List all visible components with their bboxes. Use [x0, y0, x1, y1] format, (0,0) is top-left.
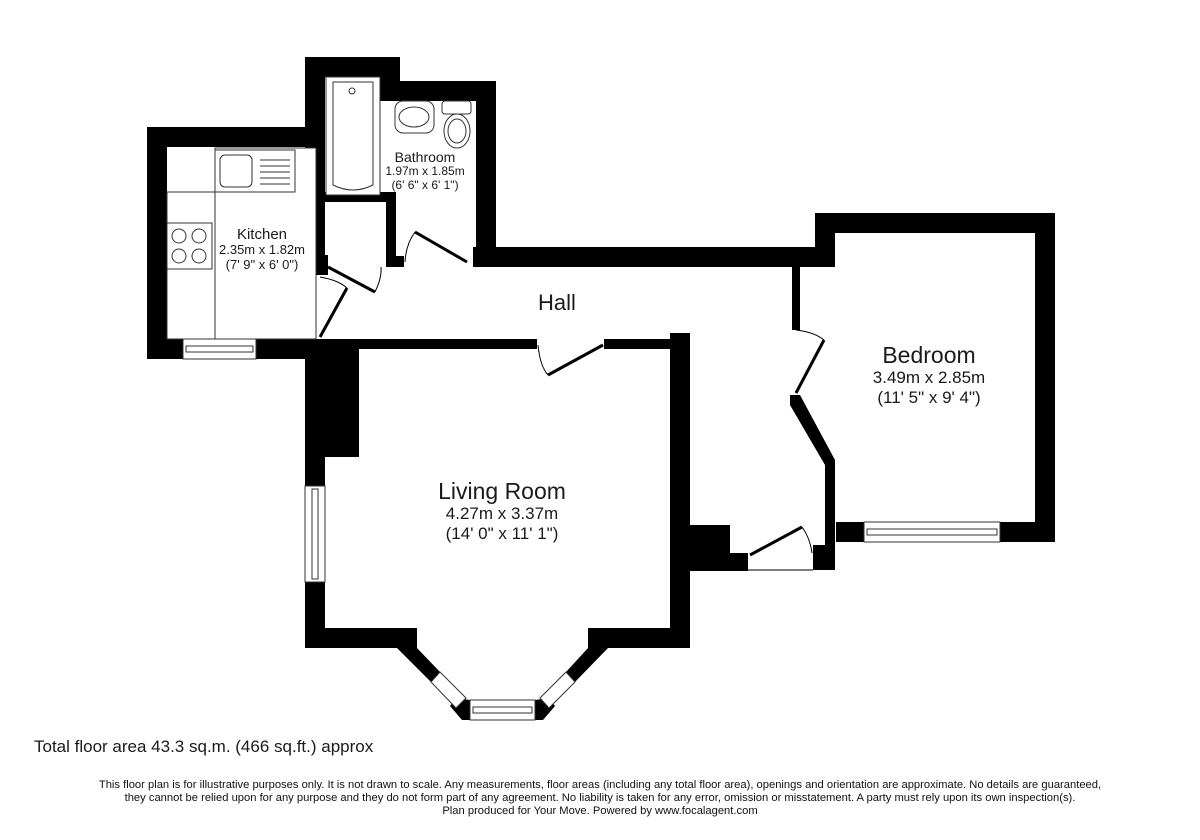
- bay-wall-right: [566, 628, 608, 682]
- door-swing: [404, 231, 416, 263]
- fixtures: [166, 76, 472, 340]
- living-bottom-wall-right: [588, 628, 690, 648]
- door-swing: [801, 526, 813, 554]
- room-name: Kitchen: [236, 226, 288, 243]
- kitchen-window-pane: [185, 345, 254, 353]
- living-left-wall-upper: [305, 339, 325, 486]
- room-label-kitchen: Kitchen 2.35m x 1.82m (7' 9" x 6' 0"): [219, 226, 305, 273]
- room-name: Bathroom: [394, 149, 456, 165]
- front-door: [749, 525, 803, 557]
- room-dimensions-imperial: (7' 9" x 6' 0"): [225, 257, 299, 273]
- bath-inner: [332, 81, 374, 191]
- room-dimensions-metric: 3.49m x 2.85m: [872, 368, 986, 388]
- room-dimensions-imperial: (6' 6" x 6' 1"): [391, 177, 459, 192]
- bathroom-top-wall-b: [380, 81, 496, 101]
- kitchen-top-wall: [147, 127, 317, 147]
- bay-wall-left: [397, 628, 440, 682]
- room-dimensions-metric: 1.97m x 1.85m: [385, 164, 465, 179]
- room-label-hall: Hall: [538, 290, 576, 315]
- hob-ring: [171, 248, 187, 264]
- cupboard-right-wall: [386, 192, 396, 267]
- kitchen-door-jamb: [316, 255, 328, 275]
- sink-bowl: [219, 154, 253, 188]
- hob-ring: [191, 228, 207, 244]
- toilet-seat: [447, 118, 467, 144]
- bathroom-right-wall: [476, 81, 496, 265]
- walls: [147, 57, 1055, 720]
- entrance-pier: [680, 525, 748, 571]
- disclaimer-credit: Plan produced for Your Move. Powered by …: [442, 805, 758, 817]
- hall-top-wall: [473, 247, 830, 267]
- room-dimensions-imperial: (14' 0" x 11' 1"): [445, 523, 559, 543]
- kitchen-cupboard-door: [327, 265, 376, 294]
- bedroom-right-wall: [1035, 213, 1055, 542]
- windows: [182, 338, 1001, 721]
- floor-plan: Bathroom 1.97m x 1.85m (6' 6" x 6' 1") K…: [147, 57, 1055, 721]
- disclaimer: This floor plan is for illustrative purp…: [0, 779, 1200, 818]
- living-side-window-pane: [311, 488, 319, 580]
- living-top-wall-left: [305, 339, 537, 349]
- bedroom-left-wall-upper: [792, 265, 800, 330]
- cupboard-door-jamb: [386, 256, 404, 267]
- door-swing: [319, 276, 348, 289]
- hob-ring: [171, 228, 187, 244]
- living-top-wall-right: [604, 339, 688, 349]
- hob-icon: [166, 222, 213, 270]
- room-name: Bedroom: [882, 342, 976, 368]
- bedroom-window-pane: [866, 528, 998, 536]
- bathroom-top-wall-a: [305, 57, 400, 77]
- bay-window-right: [539, 671, 576, 709]
- door-swing: [537, 344, 549, 376]
- room-label-bedroom: Bedroom 3.49m x 2.85m (11' 5" x 9' 4"): [873, 342, 985, 408]
- bedroom-bottom-wall-right: [1000, 522, 1055, 542]
- disclaimer-line: they cannot be relied upon for any purpo…: [124, 792, 1076, 804]
- bay-window-center-pane: [472, 706, 533, 714]
- living-room-door: [547, 343, 604, 377]
- toilet-icon: [441, 100, 472, 115]
- living-right-wall: [670, 333, 690, 648]
- disclaimer-line: This floor plan is for illustrative purp…: [98, 779, 1102, 791]
- room-dimensions-metric: 2.35m x 1.82m: [219, 242, 305, 258]
- door-swing: [374, 266, 382, 293]
- bay-window-left: [430, 671, 467, 709]
- hob-ring: [191, 248, 207, 264]
- living-bottom-wall-left: [305, 628, 417, 648]
- bedroom-door: [794, 339, 826, 394]
- kitchen-left-wall: [147, 127, 167, 359]
- room-dimensions-metric: 4.27m x 3.37m: [445, 504, 559, 524]
- total-floor-area: Total floor area 43.3 sq.m. (466 sq.ft.)…: [34, 737, 374, 756]
- bedroom-top-wall: [815, 213, 1055, 233]
- basin-bowl: [398, 106, 430, 128]
- room-label-bathroom: Bathroom 1.97m x 1.85m (6' 6" x 6' 1"): [385, 149, 464, 193]
- door-swing: [795, 329, 825, 341]
- doors: [318, 230, 826, 571]
- room-dimensions-imperial: (11' 5" x 9' 4"): [877, 387, 981, 407]
- bedroom-left-wall-angled: [790, 395, 835, 570]
- room-label-living-room: Living Room 4.27m x 3.37m (14' 0" x 11' …: [438, 478, 566, 544]
- kitchen-bottom-wall-left: [147, 339, 183, 359]
- bathroom-door: [414, 230, 468, 264]
- cupboard-top-wall: [316, 192, 396, 202]
- kitchen-door: [318, 287, 349, 338]
- bedroom-bottom-wall-left: [836, 522, 864, 542]
- bath-plug: [348, 87, 356, 95]
- room-name: Living Room: [438, 478, 566, 504]
